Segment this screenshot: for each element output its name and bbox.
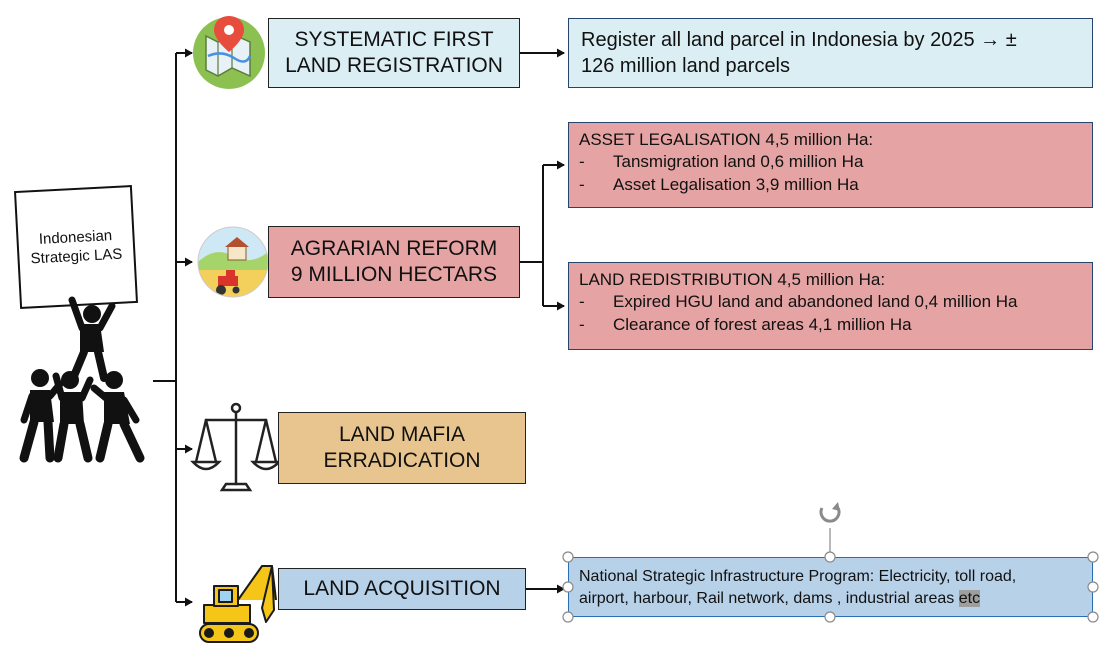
agrarian-line-1: AGRARIAN REFORM [290,236,498,260]
registration-detail-line-1: Register all land parcel in Indonesia by… [581,29,1017,51]
asset-item: -Tansmigration land 0,6 million Ha [579,151,1082,173]
agrarian-line-2: 9 MILLION HECTARS [290,263,498,286]
redistribution-item-1: Expired HGU land and abandoned land 0,4 … [613,292,1018,312]
redistribution-title: LAND REDISTRIBUTION 4,5 million Ha: [579,270,886,289]
redistribution-item: -Clearance of forest areas 4,1 million H… [579,314,1082,336]
land-acquisition-box: LAND ACQUISITION [278,568,526,610]
asset-item-2: Asset Legalisation 3,9 million Ha [613,174,859,194]
land-redistribution-box: LAND REDISTRIBUTION 4,5 million Ha: -Exp… [568,262,1093,350]
redistribution-item: -Expired HGU land and abandoned land 0,4… [579,291,1082,313]
registration-detail-line-2: 126 million land parcels [581,55,791,77]
registration-line-2: LAND REGISTRATION [285,54,503,77]
asset-item-1: Tansmigration land 0,6 million Ha [613,152,864,172]
infrastructure-line-2-text: airport, harbour, Rail network, dams , i… [579,590,959,608]
infrastructure-line-2: airport, harbour, Rail network, dams , i… [579,588,1082,610]
registration-detail-box: Register all land parcel in Indonesia by… [568,18,1093,88]
infrastructure-line-1: National Strategic Infrastructure Progra… [579,568,1017,585]
selected-text: etc [958,590,981,608]
asset-item: -Asset Legalisation 3,9 million Ha [579,174,1082,196]
registration-line-1: SYSTEMATIC FIRST [294,27,494,51]
land-mafia-box: LAND MAFIA ERRADICATION [278,412,526,484]
asset-title: ASSET LEGALISATION 4,5 million Ha: [579,130,874,149]
agrarian-reform-box: AGRARIAN REFORM 9 MILLION HECTARS [268,226,520,298]
infrastructure-textbox[interactable]: National Strategic Infrastructure Progra… [568,557,1093,617]
rotate-handle-icon[interactable] [819,502,841,523]
mafia-line-1: LAND MAFIA [338,422,466,446]
acquisition-label: LAND ACQUISITION [303,576,501,600]
mafia-line-2: ERRADICATION [323,449,481,472]
redistribution-item-2: Clearance of forest areas 4,1 million Ha [613,314,912,334]
asset-legalisation-box: ASSET LEGALISATION 4,5 million Ha: -Tans… [568,122,1093,208]
systematic-registration-box: SYSTEMATIC FIRST LAND REGISTRATION [268,18,520,88]
